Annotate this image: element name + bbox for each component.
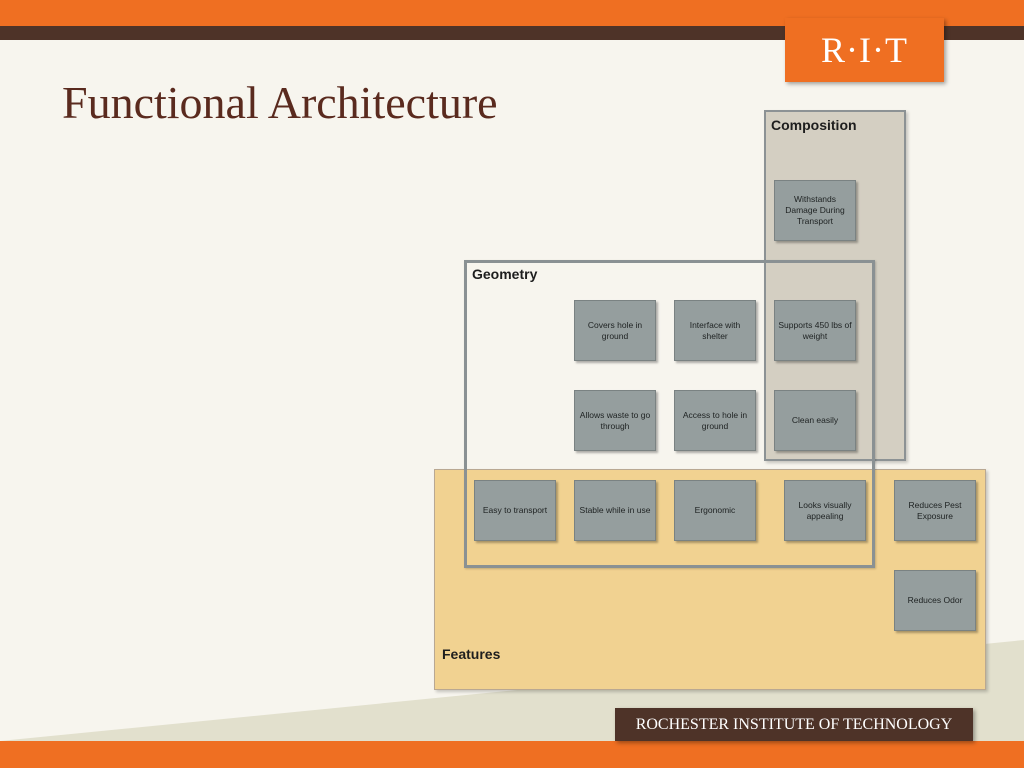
box-easy-transport: Easy to transport [474, 480, 556, 541]
geometry-label: Geometry [472, 266, 538, 282]
box-covers-hole: Covers hole in ground [574, 300, 656, 361]
box-allows-waste: Allows waste to go through [574, 390, 656, 451]
box-stable-in-use: Stable while in use [574, 480, 656, 541]
top-brown-band [0, 26, 1024, 40]
box-withstands-damage: Withstands Damage During Transport [774, 180, 856, 241]
box-access-hole: Access to hole in ground [674, 390, 756, 451]
rit-logo: R·I·T [785, 18, 944, 82]
box-looks-appealing: Looks visually appealing [784, 480, 866, 541]
box-reduces-odor: Reduces Odor [894, 570, 976, 631]
footer-institution-name: ROCHESTER INSTITUTE OF TECHNOLOGY [615, 708, 973, 741]
composition-label: Composition [771, 117, 857, 133]
box-reduces-pest: Reduces Pest Exposure [894, 480, 976, 541]
bottom-orange-band [0, 741, 1024, 768]
box-clean-easily: Clean easily [774, 390, 856, 451]
page-title: Functional Architecture [62, 77, 498, 128]
box-ergonomic: Ergonomic [674, 480, 756, 541]
box-supports-weight: Supports 450 lbs of weight [774, 300, 856, 361]
geometry-region: Geometry [464, 260, 875, 568]
features-label: Features [442, 646, 501, 662]
box-interface-shelter: Interface with shelter [674, 300, 756, 361]
